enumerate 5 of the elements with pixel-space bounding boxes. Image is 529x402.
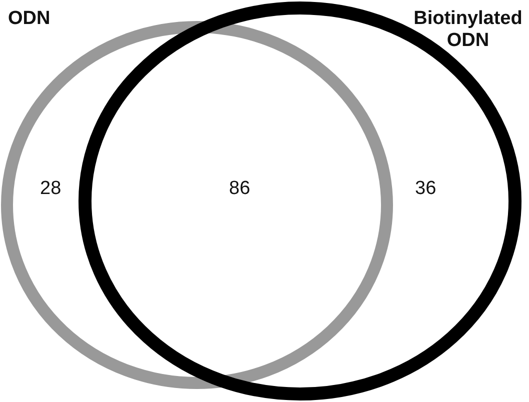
set-title: ODN [8, 8, 50, 30]
set-title: Biotinylated ODN [413, 8, 523, 52]
count-label: 28 [40, 178, 62, 200]
count-label: 36 [415, 178, 436, 200]
count-label: 86 [229, 178, 250, 200]
